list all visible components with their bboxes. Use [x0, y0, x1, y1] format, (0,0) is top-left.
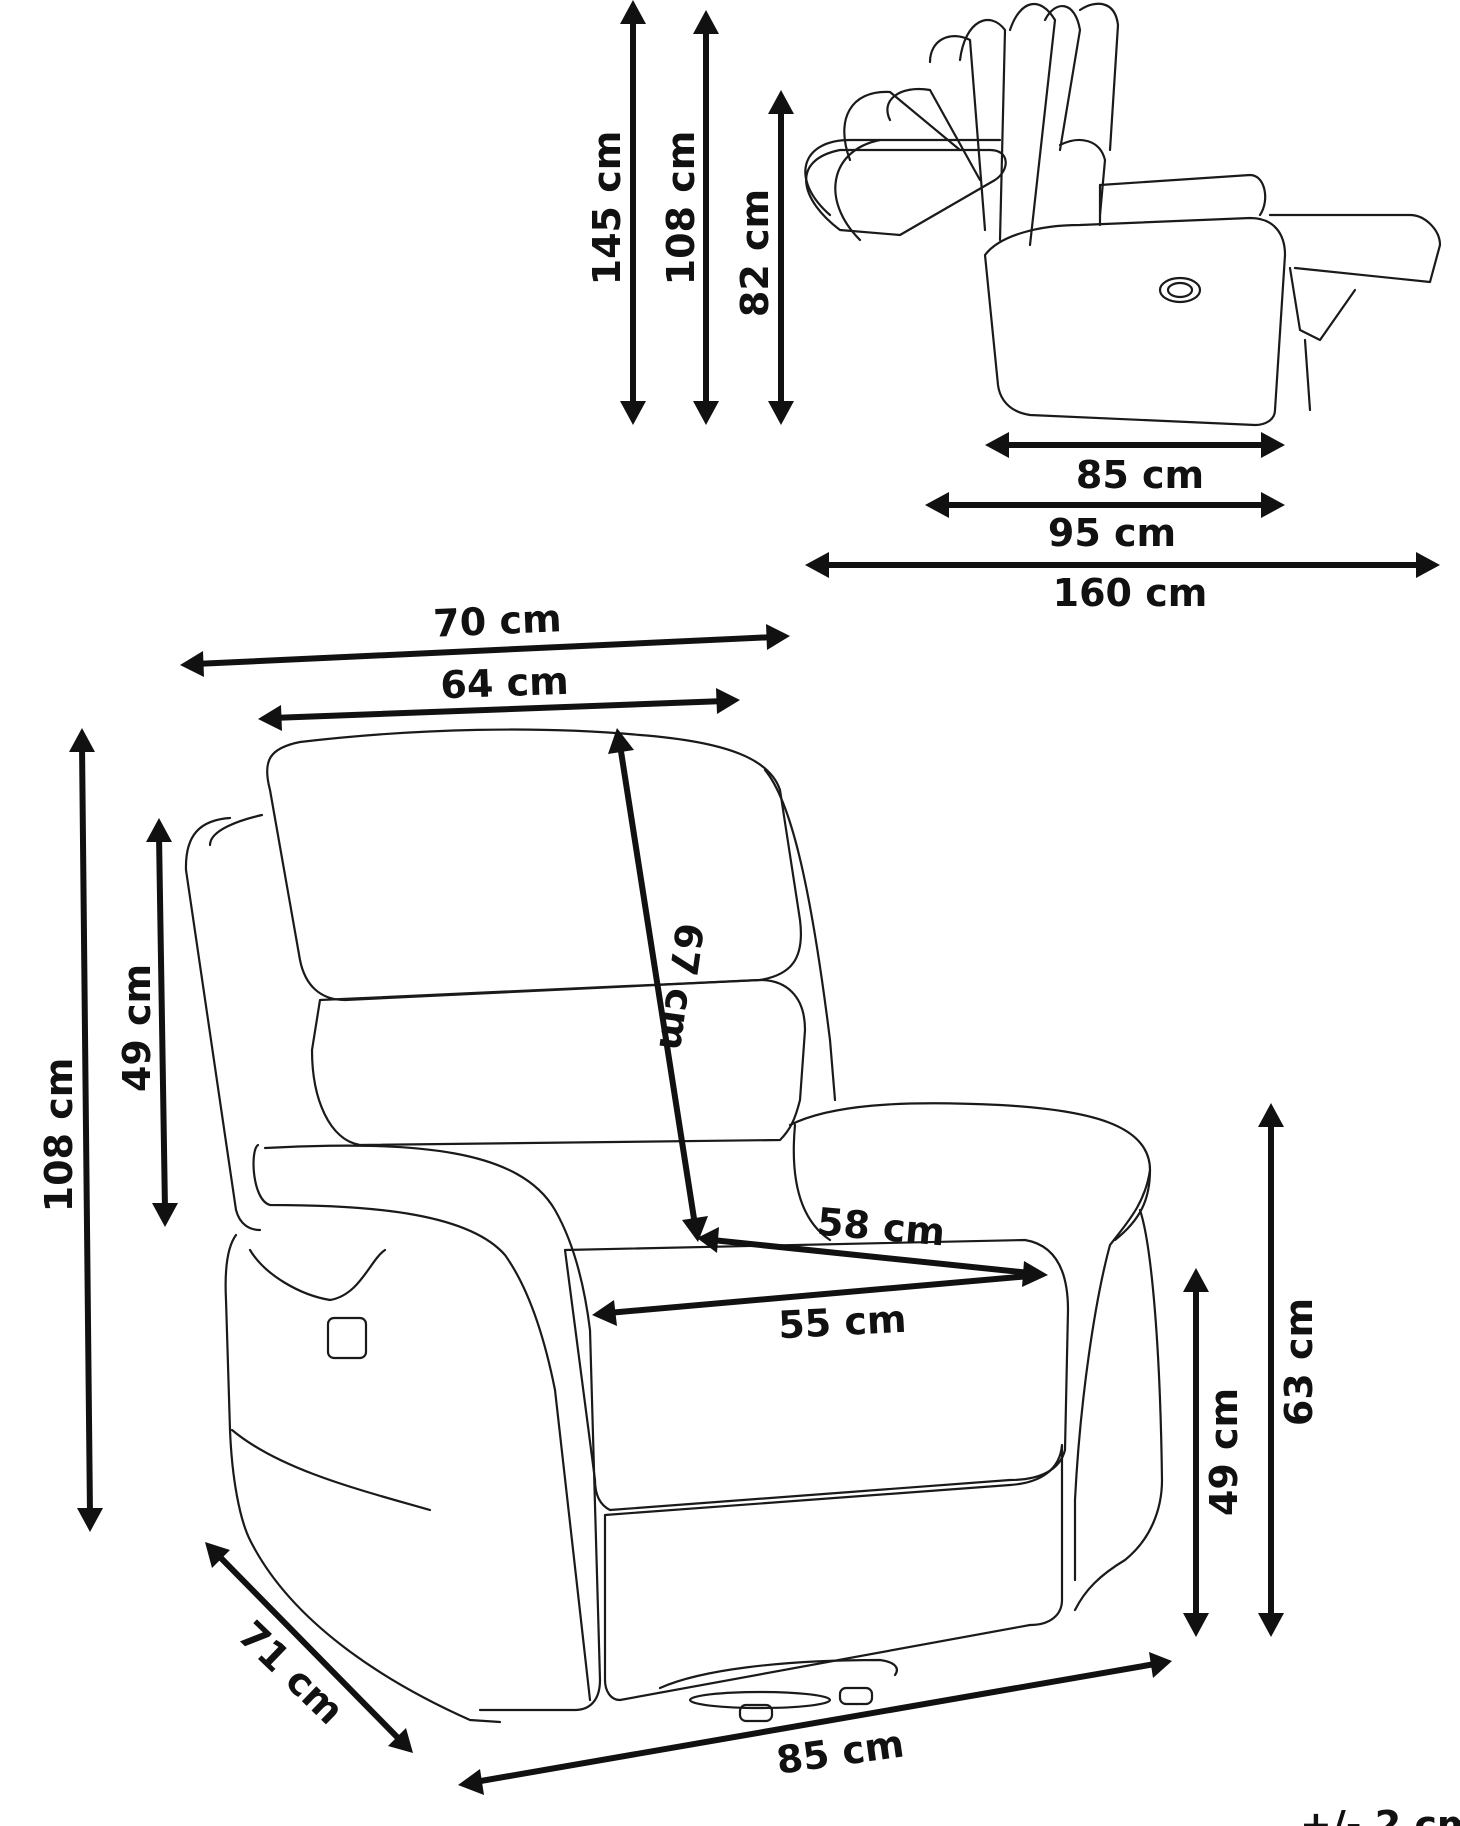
label-108-cm-front: 108 cm [37, 1058, 81, 1213]
dim-line-58 [709, 1237, 1033, 1276]
dim-line-70 [192, 634, 778, 667]
label-67-cm: 67 cm [650, 920, 711, 1053]
label-85-cm-front: 85 cm [774, 1721, 907, 1782]
dim-line-85-front [472, 1661, 1158, 1785]
label-85-cm-side: 85 cm [1076, 453, 1204, 497]
side-view-dimensions: 145 cm 108 cm 82 cm 85 cm 95 cm 160 cm [585, 0, 1440, 615]
label-58-cm: 58 cm [815, 1200, 947, 1255]
side-view-recliner [804, 2, 1442, 427]
label-55-cm: 55 cm [777, 1297, 907, 1348]
dim-line-55 [605, 1273, 1033, 1316]
dim-line-67 [617, 742, 698, 1228]
label-160-cm: 160 cm [1053, 571, 1208, 615]
tolerance-note: +/- 2 cm [1300, 1803, 1460, 1826]
label-63-cm: 63 cm [1277, 1298, 1321, 1426]
dim-line-108-front [79, 742, 93, 1518]
label-49-cm-seat: 49 cm [1202, 1388, 1246, 1516]
label-64-cm: 64 cm [440, 659, 570, 707]
label-108-cm-side: 108 cm [659, 131, 703, 286]
dim-line-49-back [156, 832, 168, 1213]
label-82-cm: 82 cm [733, 189, 777, 317]
label-145-cm: 145 cm [585, 131, 629, 286]
label-70-cm: 70 cm [432, 596, 562, 646]
dim-line-64 [269, 698, 728, 721]
label-49-cm-back: 49 cm [115, 964, 159, 1092]
dim-line-71 [215, 1552, 403, 1743]
label-95-cm: 95 cm [1048, 511, 1176, 555]
front-view-dimensions: 70 cm 64 cm 108 cm 49 cm 67 cm 58 cm 55 … [37, 596, 1321, 1795]
front-view-armchair [184, 728, 1164, 1724]
